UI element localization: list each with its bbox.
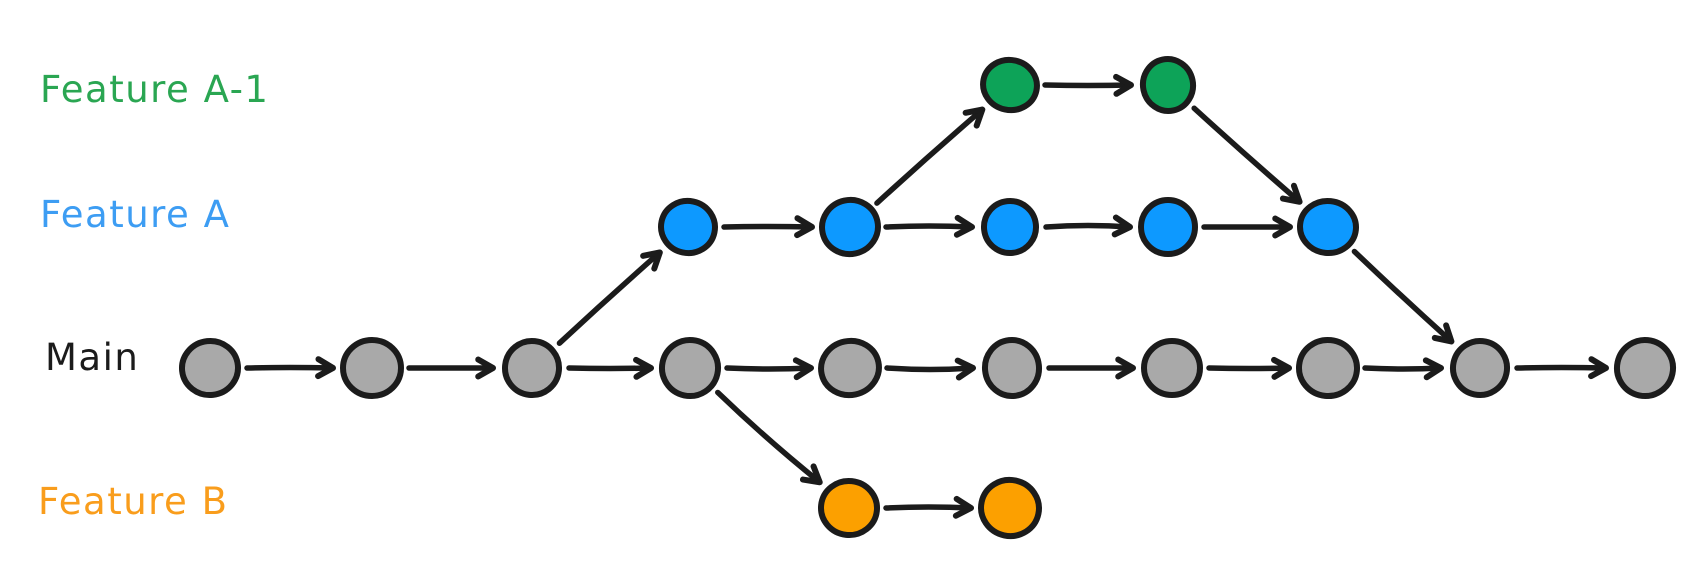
arrow-m-4-to-fb-1	[715, 389, 823, 485]
arrowhead-icon	[954, 357, 976, 381]
arrowhead-icon	[962, 106, 986, 129]
commit-node-m-4	[659, 337, 721, 399]
arrow-fa1-2-to-fa-5	[1191, 105, 1303, 205]
commit-node-m-1	[179, 337, 241, 399]
arrow-fa-3-to-fa-4	[1043, 222, 1133, 230]
arrowhead-icon	[1115, 356, 1136, 380]
arrowhead-icon	[1279, 182, 1303, 205]
commit-node-m-7	[1141, 338, 1203, 398]
commit-node-fa-2	[819, 196, 881, 258]
commit-node-m-9	[1450, 338, 1510, 398]
arrowhead-icon	[1272, 215, 1293, 239]
commit-node-fa-4	[1138, 197, 1198, 257]
arrow-fa-1-to-fa-2	[721, 223, 815, 230]
arrow-m-8-to-m-9	[1362, 365, 1444, 372]
arrowhead-icon	[794, 215, 815, 239]
arrow-m-7-to-m-8	[1206, 365, 1292, 372]
commit-node-fa-5	[1297, 197, 1359, 257]
arrowhead-icon	[633, 356, 654, 380]
commit-node-m-10	[1614, 337, 1676, 399]
arrow-m-9-to-m-10	[1514, 364, 1609, 371]
arrow-fa-2-to-fa-3	[883, 223, 975, 230]
commit-node-m-2	[340, 337, 404, 399]
arrow-m-3-to-m-4	[566, 365, 654, 372]
commit-node-fa1-1	[980, 56, 1040, 114]
arrowhead-icon	[953, 214, 975, 238]
commit-node-m-6	[981, 337, 1043, 399]
arrow-fa1-1-to-fa1-2	[1042, 82, 1134, 89]
arrowhead-icon	[1422, 357, 1444, 381]
commit-node-m-5	[818, 337, 882, 399]
commit-node-fa1-2	[1139, 56, 1197, 114]
commit-node-fb-2	[978, 476, 1042, 540]
commit-node-fa-1	[658, 197, 718, 257]
commit-node-m-8	[1296, 336, 1360, 400]
arrowhead-icon	[792, 357, 814, 381]
arrow-m-5-to-m-6	[884, 365, 976, 373]
arrow-fb-1-to-fb-2	[883, 504, 974, 511]
arrow-fa-2-to-fa1-1	[874, 106, 986, 206]
arrow-m-1-to-m-2	[244, 364, 336, 371]
arrowhead-icon	[1113, 73, 1134, 97]
commit-node-fb-1	[818, 477, 880, 539]
arrowhead-icon	[315, 356, 336, 380]
arrow-fa-5-to-m-9	[1351, 248, 1455, 345]
arrowhead-icon	[640, 249, 663, 272]
arrowhead-icon	[1271, 356, 1292, 380]
arrow-m-3-to-fa-1	[556, 249, 663, 346]
arrowhead-icon	[1431, 322, 1455, 345]
commit-node-m-3	[502, 338, 562, 398]
arrow-m-4-to-m-5	[724, 365, 814, 372]
arrowhead-icon	[952, 495, 974, 519]
arrowhead-icon	[475, 356, 496, 380]
commit-node-fa-3	[981, 198, 1039, 256]
arrowhead-icon	[799, 463, 823, 486]
arrowhead-icon	[1111, 214, 1133, 238]
arrowhead-icon	[1588, 356, 1609, 380]
